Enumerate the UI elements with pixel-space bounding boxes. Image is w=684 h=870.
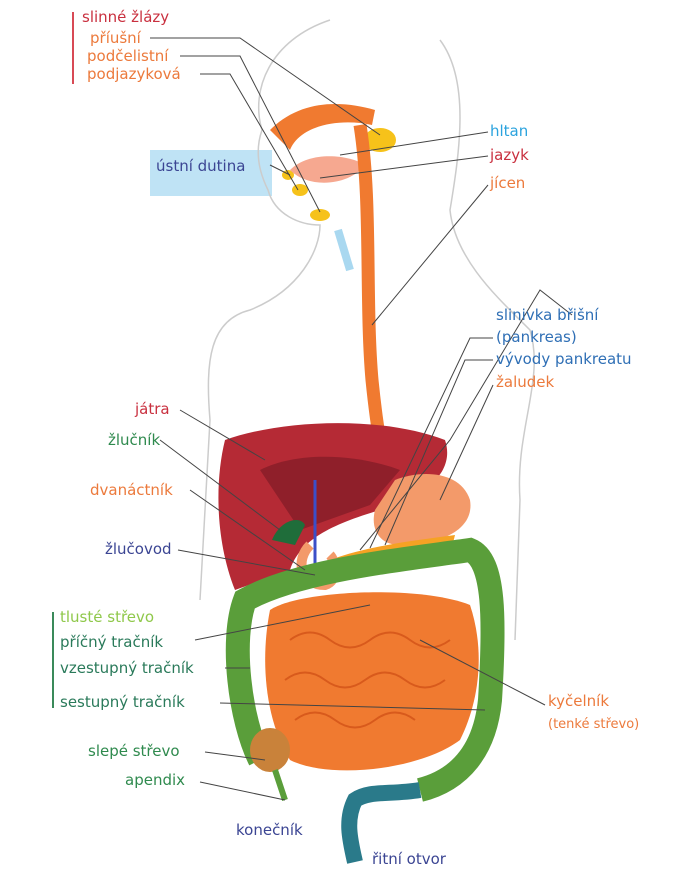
tongue	[290, 156, 365, 183]
label-salivary-glands: slinné žlázy	[82, 8, 170, 26]
gallbladder	[272, 520, 305, 545]
small-intestine	[265, 592, 479, 771]
label-ascending-colon: vzestupný tračník	[60, 659, 194, 677]
label-pancreas-alt: (pankreas)	[496, 328, 577, 346]
label-sublingual: podjazyková	[87, 65, 181, 83]
label-pancreatic-ducts: vývody pankreatu	[496, 350, 632, 368]
label-anus: řitní otvor	[372, 850, 446, 868]
label-descending-colon: sestupný tračník	[60, 693, 185, 711]
label-liver: játra	[135, 400, 170, 418]
mouth-pharynx	[270, 104, 375, 150]
leader-lines	[150, 37, 573, 801]
label-cecum: slepé střevo	[88, 742, 180, 760]
oral-cavity-highlight	[150, 150, 272, 196]
colon-group-bracket	[52, 612, 54, 708]
label-rectum: konečník	[236, 821, 303, 839]
small-intestine-folds	[284, 631, 451, 729]
label-appendix: apendix	[125, 771, 186, 789]
label-duodenum: dvanáctník	[90, 481, 173, 499]
label-oral-cavity: ústní dutina	[156, 157, 246, 175]
liver-lobe	[260, 456, 400, 530]
label-ileum-alt: (tenké střevo)	[548, 717, 640, 732]
label-esophagus: jícen	[490, 174, 526, 192]
label-pharynx: hltan	[490, 122, 529, 140]
rectum	[341, 782, 422, 864]
label-parotid: příušní	[90, 29, 141, 47]
label-gallbladder: žlučník	[108, 431, 161, 449]
label-tongue: jazyk	[490, 146, 529, 164]
stomach	[373, 474, 471, 545]
label-bile-duct: žlučovod	[105, 540, 172, 558]
label-submandibular: podčelistní	[87, 47, 169, 65]
label-stomach: žaludek	[496, 373, 555, 391]
cecum	[250, 728, 290, 772]
label-large-intestine: tlusté střevo	[60, 608, 155, 626]
salivary-group-bracket	[72, 12, 74, 84]
body-outline	[199, 19, 535, 641]
label-pancreas: slinivka břišní	[496, 306, 599, 324]
label-ileum: kyčelník	[548, 692, 610, 710]
appendix	[272, 769, 288, 801]
label-transverse-colon: příčný tračník	[60, 633, 164, 651]
large-intestine	[225, 537, 505, 802]
